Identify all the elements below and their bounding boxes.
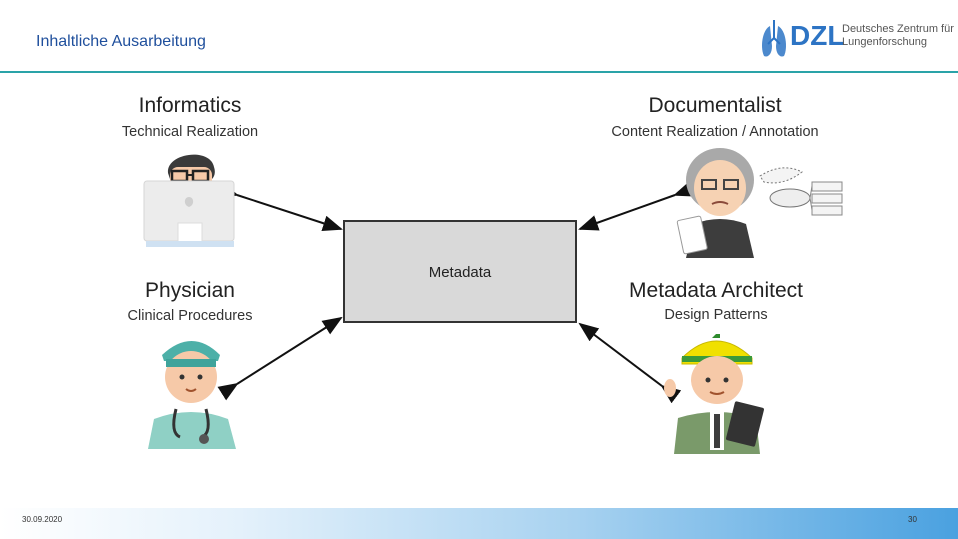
arrow-documentalist	[578, 181, 695, 231]
role-architect-subtitle: Design Patterns	[664, 307, 768, 323]
header-divider	[0, 71, 958, 73]
informatics-person-icon	[143, 154, 235, 247]
slide-title: Inhaltliche Ausarbeitung	[36, 33, 206, 50]
arrow-informatics	[217, 181, 343, 232]
physician-person-icon	[148, 341, 236, 449]
arrow-architect	[578, 322, 682, 404]
arrow-physician	[217, 316, 343, 401]
role-documentalist-title: Documentalist	[648, 94, 782, 117]
role-documentalist-subtitle: Content Realization / Annotation	[611, 124, 819, 140]
documentalist-person-icon	[676, 148, 843, 258]
logo-mark: DZL	[790, 20, 845, 51]
metadata-box	[343, 220, 577, 323]
footer-date: 30.09.2020	[22, 515, 63, 524]
footer-bar	[0, 508, 958, 539]
page-number: 30	[908, 515, 917, 524]
role-informatics-subtitle: Technical Realization	[121, 124, 259, 140]
lungs-logo-icon	[762, 20, 786, 57]
role-physician-title: Physician	[145, 279, 235, 302]
role-informatics-title: Informatics	[138, 94, 242, 117]
architect-person-icon	[664, 334, 764, 454]
metadata-label: Metadata	[428, 264, 492, 281]
role-architect-title: Metadata Architect	[629, 279, 803, 302]
logo-text-line2: Lungenforschung	[842, 36, 928, 48]
logo-text-line1: Deutsches Zentrum für	[842, 23, 954, 35]
